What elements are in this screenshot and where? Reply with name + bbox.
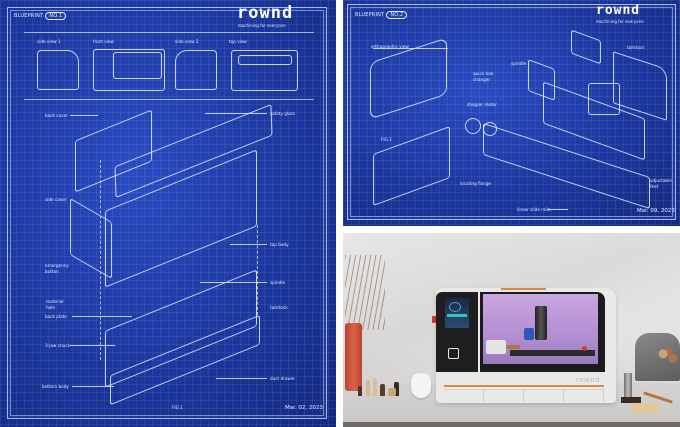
label-dust-drawer: dust drawer — [270, 376, 296, 381]
blueprint-1-frame — [7, 7, 327, 419]
label-orthographic-view: orthographic view — [371, 44, 409, 49]
emergency-stop[interactable] — [432, 316, 436, 323]
rownd-logo: rownd — [237, 3, 294, 23]
table-edge — [343, 422, 680, 427]
top-view-sketch — [231, 50, 298, 91]
label-linear-slide-rails: linear slide rails — [517, 207, 551, 212]
front-view-sketch — [93, 49, 165, 91]
metal-cylinder — [624, 373, 632, 401]
chamber-window — [480, 292, 605, 372]
leader-line — [70, 115, 98, 116]
views-bottom-rule — [24, 99, 314, 100]
machine-top-accent — [501, 288, 546, 290]
view-label-front: front view — [93, 39, 114, 44]
leader-line — [216, 378, 267, 379]
chuck — [486, 340, 506, 354]
side-view-1-sketch — [37, 50, 79, 90]
label-locating-flange: locating flange — [460, 181, 492, 186]
tool-holder — [524, 328, 534, 340]
lathe-machine: rownd — [432, 288, 616, 403]
label-material-hole: material hole — [46, 299, 64, 310]
label-tailstock: tailstock — [627, 45, 645, 50]
blueprint-1-date: Mar. 02, 2023 — [285, 405, 323, 411]
label-safety-glass: safety glass — [270, 111, 296, 116]
front-accent-strip — [444, 385, 604, 387]
power-logo-button[interactable] — [448, 348, 459, 359]
tailstock-sketch — [588, 83, 620, 115]
label-quick-tool-changer: quick tool changer — [473, 71, 494, 82]
label-adjustable-feet: adjustable feet — [650, 178, 672, 189]
tool-block — [621, 397, 641, 403]
leader-line — [548, 209, 568, 210]
logo-tagline: machining for everyone — [238, 23, 286, 28]
guide-line — [100, 160, 101, 360]
label-tailstock: tailstock — [270, 305, 288, 310]
blueprint-2-frame — [347, 4, 676, 220]
view-label-side1: side view 1 — [37, 39, 61, 44]
flange-sketch — [465, 118, 481, 134]
dried-flowers — [345, 255, 385, 330]
leader-line — [70, 345, 115, 346]
leader-line — [205, 113, 267, 114]
workpiece — [506, 345, 520, 349]
guide-line — [257, 225, 258, 315]
view-label-top: top view — [229, 39, 247, 44]
touch-screen[interactable] — [445, 298, 469, 328]
wood-block — [631, 403, 659, 413]
walnuts — [656, 345, 680, 367]
product-photo: rownd — [343, 233, 680, 427]
rownd-logo: rownd — [596, 3, 641, 18]
leader-line — [72, 316, 132, 317]
tailstock-red — [582, 346, 587, 351]
label-side-cover: side cover — [45, 197, 67, 202]
label-top-body: top body — [270, 242, 289, 247]
leader-line — [200, 282, 267, 283]
leader-line — [72, 386, 114, 387]
brand-wordmark: rownd — [576, 376, 601, 384]
label-stepper-motor: stepper motor — [467, 102, 497, 107]
side-view-2-sketch — [175, 50, 217, 90]
label-back-plate: back plate — [45, 314, 67, 319]
label-spindle: spindle — [270, 280, 286, 285]
label-emergency-button: emergency button — [45, 263, 69, 274]
drawer-row — [444, 389, 604, 402]
view-label-side2: side view 2 — [175, 39, 199, 44]
label-fig: FIG.1 — [172, 405, 183, 410]
flange-sketch — [483, 122, 497, 136]
game-controller — [411, 373, 431, 398]
vase — [345, 323, 362, 391]
label-back-cover: back cover — [45, 113, 68, 118]
views-top-rule — [24, 32, 314, 33]
top-view-inner — [238, 55, 292, 65]
chess-pieces — [358, 378, 408, 396]
label-spindle: spindle — [511, 61, 527, 66]
rail — [510, 350, 595, 356]
spindle-unit — [535, 306, 547, 340]
leader-line — [373, 48, 448, 49]
blueprint-2-date: Mar. 09, 2023 — [637, 208, 675, 214]
logo-tagline: machining for everyone — [596, 19, 644, 24]
leader-line — [230, 244, 267, 245]
label-fig: FIG.1 — [381, 137, 392, 142]
front-view-window — [113, 52, 162, 79]
label-jaw-chuck: 3-jaw chuck — [45, 343, 70, 348]
label-bottom-body: bottom body — [42, 384, 69, 389]
